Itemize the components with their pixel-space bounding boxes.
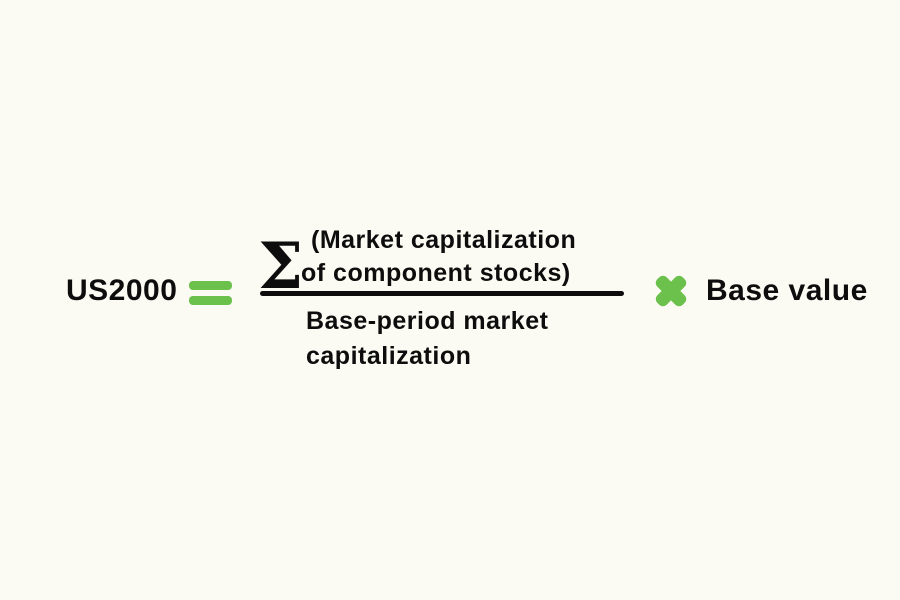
- equals-icon: [189, 281, 232, 306]
- multiply-icon: [655, 275, 687, 307]
- denominator-line-2: capitalization: [306, 342, 472, 370]
- numerator-line-1: (Market capitalization: [311, 226, 577, 254]
- fraction-bar: [260, 291, 624, 296]
- equals-icon-bar-top: [189, 281, 232, 290]
- sigma-symbol: Σ: [258, 229, 304, 304]
- equals-icon-bar-bottom: [189, 296, 232, 305]
- numerator-text: (Market capitalization of component stoc…: [301, 224, 576, 290]
- denominator-text: Base-period market capitalization: [306, 304, 548, 374]
- denominator-line-1: Base-period market: [306, 307, 549, 335]
- numerator-line-2: of component stocks): [301, 259, 571, 287]
- base-value-label: Base value: [706, 274, 868, 307]
- index-name-label: US2000: [66, 274, 178, 307]
